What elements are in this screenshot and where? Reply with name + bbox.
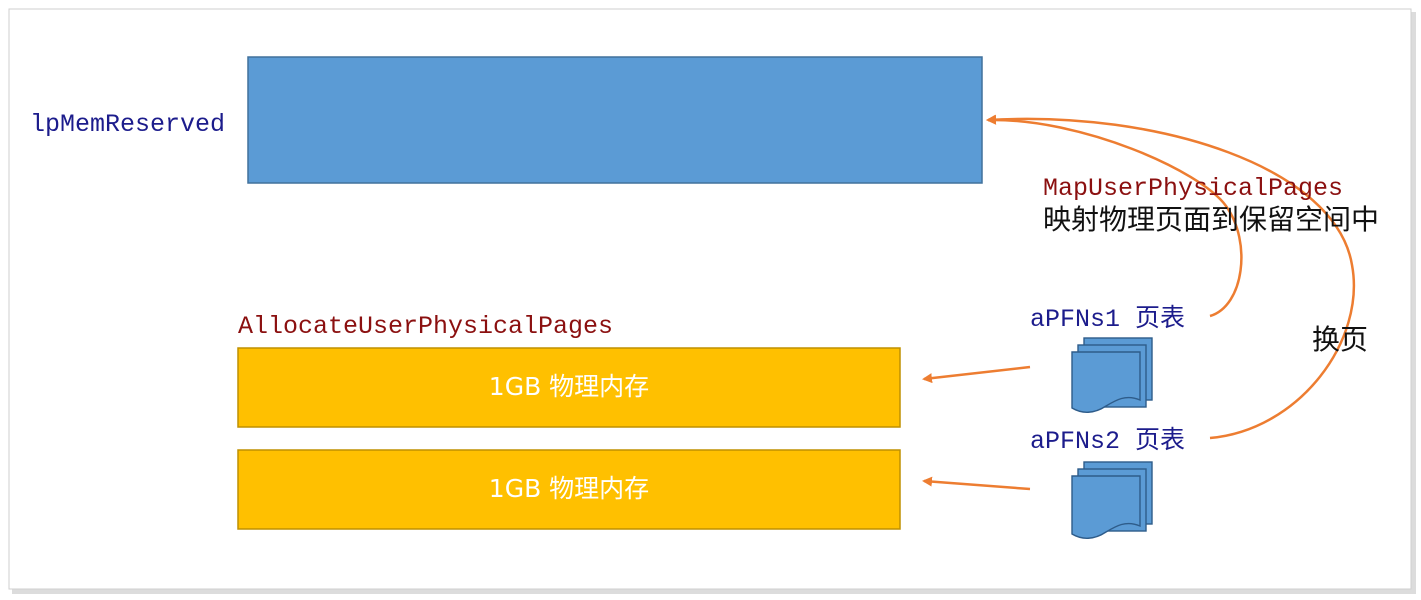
document-stack-front-page <box>1071 475 1141 539</box>
map-function-label: MapUserPhysicalPages <box>1043 174 1343 203</box>
swap-label: 换页 <box>1312 323 1368 356</box>
document-stack-front-page <box>1071 351 1141 413</box>
page-table-icon-1 <box>1071 337 1153 413</box>
page-table-label-1: aPFNs1 页表 <box>1030 304 1185 334</box>
page-table-icon-2 <box>1071 461 1153 539</box>
reserved-label: lpMemReserved <box>30 110 225 139</box>
physical-memory-label-2: 1GB 物理内存 <box>489 474 649 503</box>
arrow-pfns2-swap-to-reserved <box>986 114 1355 440</box>
arrow-pfns2-to-memory-2 <box>922 476 1031 491</box>
allocate-function-label: AllocateUserPhysicalPages <box>238 312 613 341</box>
page-table-label-2: aPFNs2 页表 <box>1030 426 1185 456</box>
map-description-label: 映射物理页面到保留空间中 <box>1043 203 1379 236</box>
reserved-memory-block <box>247 56 983 184</box>
arrow-pfns1-map-to-reserved <box>986 114 1243 318</box>
physical-memory-label-1: 1GB 物理内存 <box>489 372 649 401</box>
physical-memory-block-2 <box>237 449 901 530</box>
physical-memory-block-1 <box>237 347 901 428</box>
arrow-pfns1-to-memory-1 <box>922 365 1031 384</box>
